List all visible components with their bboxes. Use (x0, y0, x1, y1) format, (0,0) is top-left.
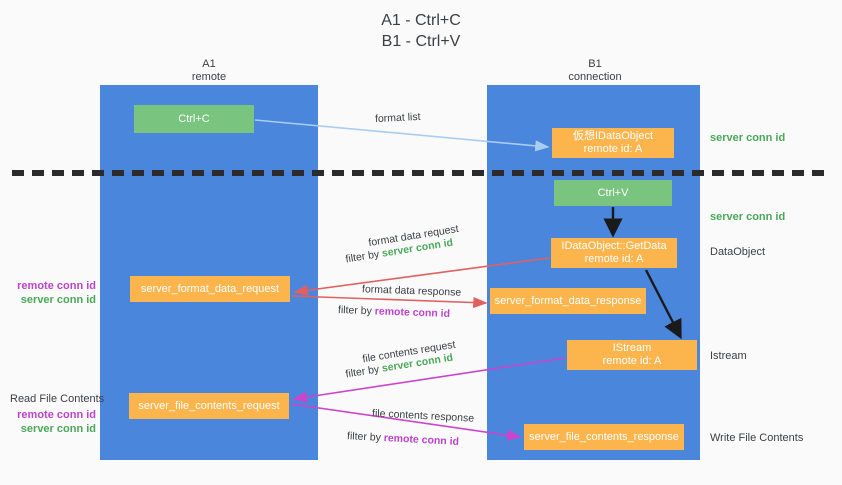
box-ctrl-c[interactable]: Ctrl+C (134, 105, 254, 133)
annotation-istream: Istream (710, 350, 747, 362)
edge-label-format-list: format list (374, 110, 421, 126)
filter-key-remote-conn-id-1: remote conn id (374, 305, 451, 320)
annotation-server-conn-id-left-2: server conn id (20, 423, 96, 435)
box-istream[interactable]: IStream remote id: A (567, 340, 697, 370)
filter-prefix-3: filter by (344, 362, 383, 381)
annotation-server-conn-id-mid: server conn id (710, 211, 786, 223)
filter-prefix-2: filter by (337, 304, 375, 318)
annotation-remote-conn-id-1: remote conn id (17, 280, 96, 292)
annotation-read-file-contents: Read File Contents (10, 393, 105, 405)
column-header-b1: B1 connection (568, 58, 622, 83)
filter-prefix-1: filter by (344, 247, 383, 266)
annotation-server-conn-id-top: server conn id (710, 132, 786, 144)
annotation-write-file-contents: Write File Contents (710, 432, 804, 444)
box-server-format-data-response[interactable]: server_format_data_response (490, 288, 646, 314)
column-header-a1: A1 remote (191, 58, 227, 83)
box-ctrl-v[interactable]: Ctrl+V (554, 180, 672, 206)
box-server-file-contents-response[interactable]: server_file_contents_response (524, 424, 684, 450)
annotation-server-conn-id-left-1: server conn id (20, 294, 96, 306)
page-title: A1 - Ctrl+C B1 - Ctrl+V (381, 12, 461, 50)
edge-label-file-contents-response: file contents response (371, 407, 475, 425)
box-virtual-idataobject[interactable]: 仮想IDataObject remote id: A (552, 128, 674, 158)
edge-label-file-contents-response-filter: filter by remote conn id (347, 429, 460, 449)
box-idataobject-getdata[interactable]: IDataObject::GetData remote id: A (551, 238, 677, 268)
phase-divider (12, 170, 830, 176)
annotation-left-conn-ids-2: remote conn id server conn id (10, 408, 96, 436)
edge-label-format-data-response: format data response (361, 283, 462, 299)
annotation-dataobject: DataObject (710, 246, 766, 258)
filter-prefix-4: filter by (346, 430, 385, 444)
box-server-file-contents-request[interactable]: server_file_contents_request (129, 393, 289, 419)
annotation-left-conn-ids-1: remote conn id server conn id (10, 279, 96, 307)
box-server-format-data-request[interactable]: server_format_data_request (130, 276, 290, 302)
annotation-remote-conn-id-2: remote conn id (17, 409, 96, 421)
edge-label-format-data-response-filter: filter by remote conn id (338, 303, 450, 321)
filter-key-remote-conn-id-2: remote conn id (383, 432, 460, 448)
